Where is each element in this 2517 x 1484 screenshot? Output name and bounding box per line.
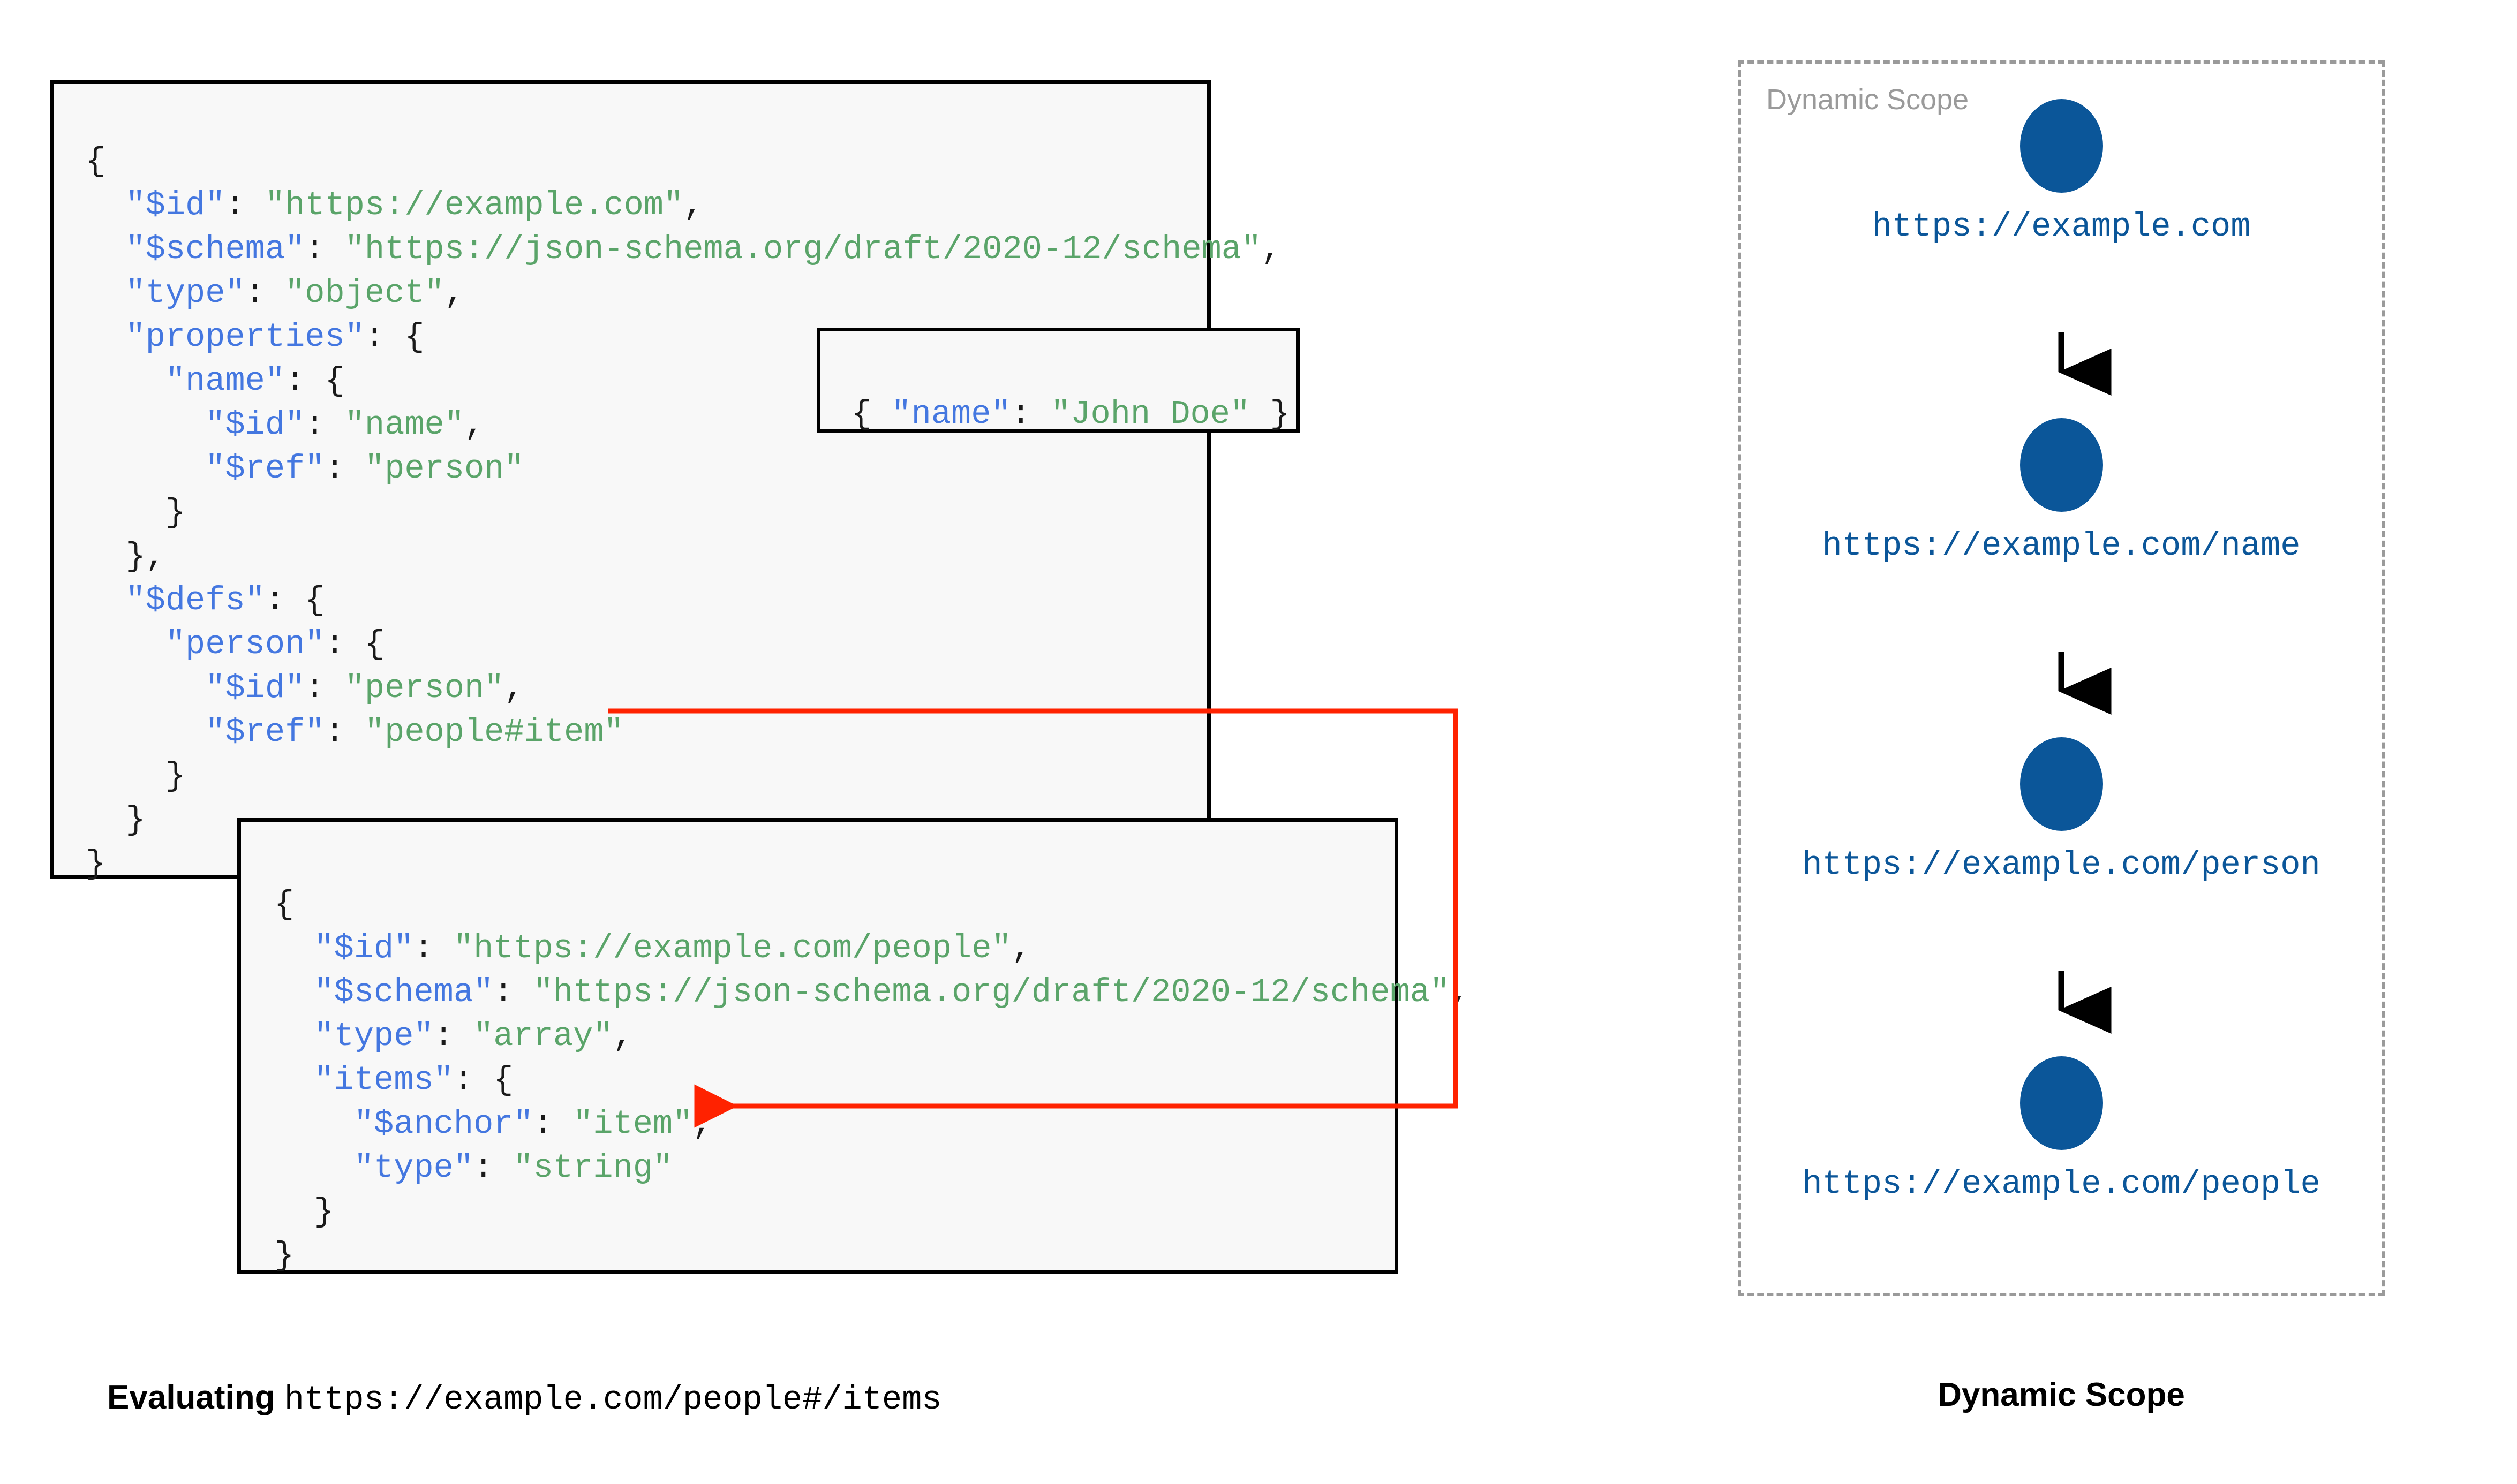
people-code: { "$id": "https://example.com/people", "… bbox=[274, 885, 1470, 1275]
dynamic-scope-caption: Dynamic Scope bbox=[1938, 1376, 2185, 1413]
evaluating-label: Evaluating bbox=[107, 1379, 275, 1416]
scope-node-0: https://example.com bbox=[1738, 99, 2385, 246]
evaluating-uri: https://example.com/people#/items bbox=[284, 1381, 942, 1419]
dynamic-scope-inner-label: Dynamic Scope bbox=[1766, 84, 1969, 116]
scope-node-uri: https://example.com/person bbox=[1802, 846, 2320, 884]
scope-node-3: https://example.com/people bbox=[1738, 1056, 2385, 1203]
scope-node-circle bbox=[2019, 418, 2103, 512]
dynamic-scope-panel bbox=[1738, 60, 2385, 1296]
scope-node-circle bbox=[2019, 99, 2103, 193]
instance-code-box: { "name": "John Doe" } bbox=[817, 328, 1300, 433]
scope-node-circle bbox=[2019, 737, 2103, 831]
schema-code: { "$id": "https://example.com", "$schema… bbox=[86, 142, 1282, 883]
instance-code: { "name": "John Doe" } bbox=[851, 395, 1290, 433]
scope-node-uri: https://example.com/name bbox=[1822, 527, 2301, 565]
scope-node-1: https://example.com/name bbox=[1738, 418, 2385, 565]
scope-node-uri: https://example.com/people bbox=[1802, 1165, 2320, 1203]
people-code-box: { "$id": "https://example.com/people", "… bbox=[237, 818, 1469, 1275]
scope-node-2: https://example.com/person bbox=[1738, 737, 2385, 884]
scope-node-uri: https://example.com bbox=[1872, 208, 2251, 246]
scope-node-circle bbox=[2019, 1056, 2103, 1150]
schema-code-box: { "$id": "https://example.com", "$schema… bbox=[50, 80, 1281, 883]
evaluating-caption: Evaluating https://example.com/people#/i… bbox=[107, 1379, 942, 1419]
